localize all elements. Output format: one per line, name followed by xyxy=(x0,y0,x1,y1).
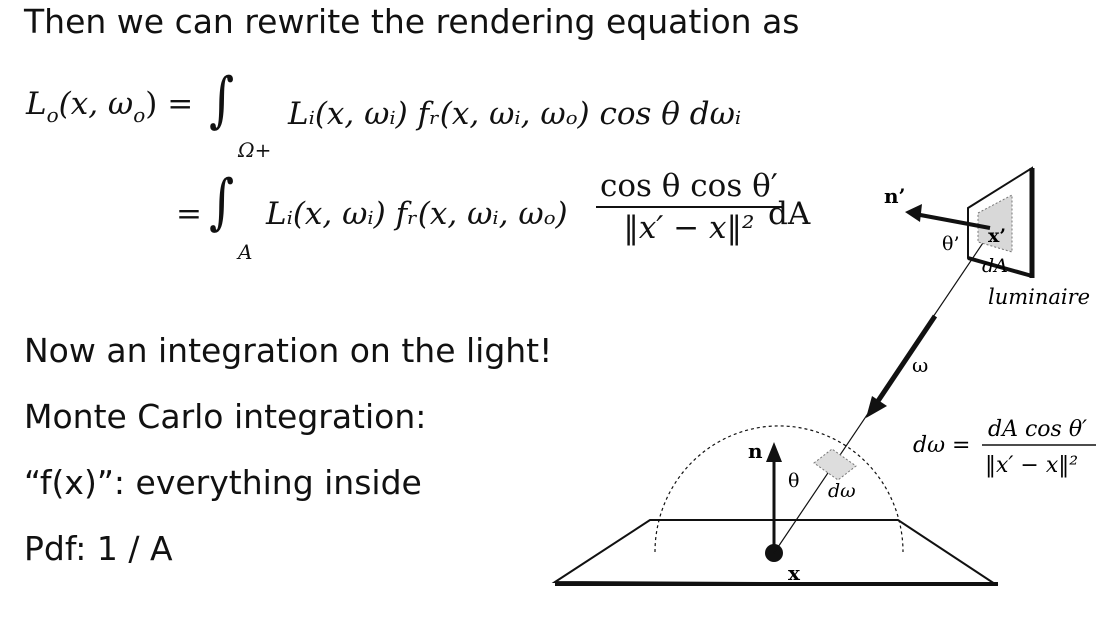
light-normal-line xyxy=(914,212,991,230)
equation-line-2-eq: = xyxy=(176,196,202,232)
integral-sign-2: ∫ xyxy=(209,167,235,237)
omega-arrow xyxy=(873,314,938,406)
integral-limit-A: A xyxy=(238,240,253,264)
omega-arrowhead xyxy=(866,396,887,418)
formula-numerator: dA cos θ′ xyxy=(988,417,1087,442)
label-x-prime: x’ xyxy=(988,225,1006,247)
eq-lhs-close: ) = xyxy=(145,86,194,122)
label-n: n xyxy=(748,439,763,463)
fraction-numerator: cos θ cos θ′ xyxy=(596,168,782,208)
eq-lhs-args: (x, ω xyxy=(58,86,134,122)
equation-line-2-fraction: cos θ cos θ′ ‖x′ − x‖² xyxy=(592,168,786,246)
label-omega: ω xyxy=(912,353,928,377)
solid-angle-patch xyxy=(813,448,857,481)
slide-heading: Then we can rewrite the rendering equati… xyxy=(24,2,800,41)
light-normal-arrowhead xyxy=(905,204,922,222)
formula-denominator: ‖x′ − x‖² xyxy=(985,453,1078,478)
label-n-prime: n’ xyxy=(884,184,906,208)
equation-line-2-rhs: Lᵢ(x, ωᵢ) fᵣ(x, ωᵢ, ωₒ) xyxy=(266,196,568,232)
hemisphere-arc xyxy=(654,425,904,553)
integral-sign-1: ∫ xyxy=(209,65,235,135)
equation-line-1: Lo(x, ωo) = xyxy=(26,86,193,127)
label-luminaire: luminaire xyxy=(988,285,1090,309)
luminaire-thick-bottom xyxy=(967,256,1033,278)
eq-lhs-args-sub: o xyxy=(133,103,146,127)
label-domega: dω xyxy=(828,480,856,502)
eq-lhs-L: L xyxy=(26,86,47,122)
label-theta: θ xyxy=(788,470,799,492)
equation-line-1-rhs: Lᵢ(x, ωᵢ) fᵣ(x, ωᵢ, ωₒ) cos θ dωᵢ xyxy=(288,96,742,132)
bullet-1: Now an integration on the light! xyxy=(24,331,553,370)
area-patch-dA xyxy=(977,194,1013,253)
equation-line-2-tail: dA xyxy=(768,196,811,232)
label-dA: dA xyxy=(982,255,1008,277)
bullet-4: Pdf: 1 / A xyxy=(24,529,173,568)
label-theta-prime: θ’ xyxy=(942,233,959,255)
light-sampling-figure: n’ θ’ x’ dA luminaire ω n θ dω x dω = dA… xyxy=(551,166,1096,586)
eq-lhs-L-sub: o xyxy=(46,103,59,127)
surface-normal-arrowhead xyxy=(766,442,782,462)
label-x: x xyxy=(788,561,801,585)
formula-lhs: dω = xyxy=(913,433,970,458)
fraction-denominator: ‖x′ − x‖² xyxy=(623,210,755,246)
integral-limit-omega: Ω+ xyxy=(238,138,272,162)
bullet-2: Monte Carlo integration: xyxy=(24,397,427,436)
bullet-3: “f(x)”: everything inside xyxy=(24,463,422,502)
